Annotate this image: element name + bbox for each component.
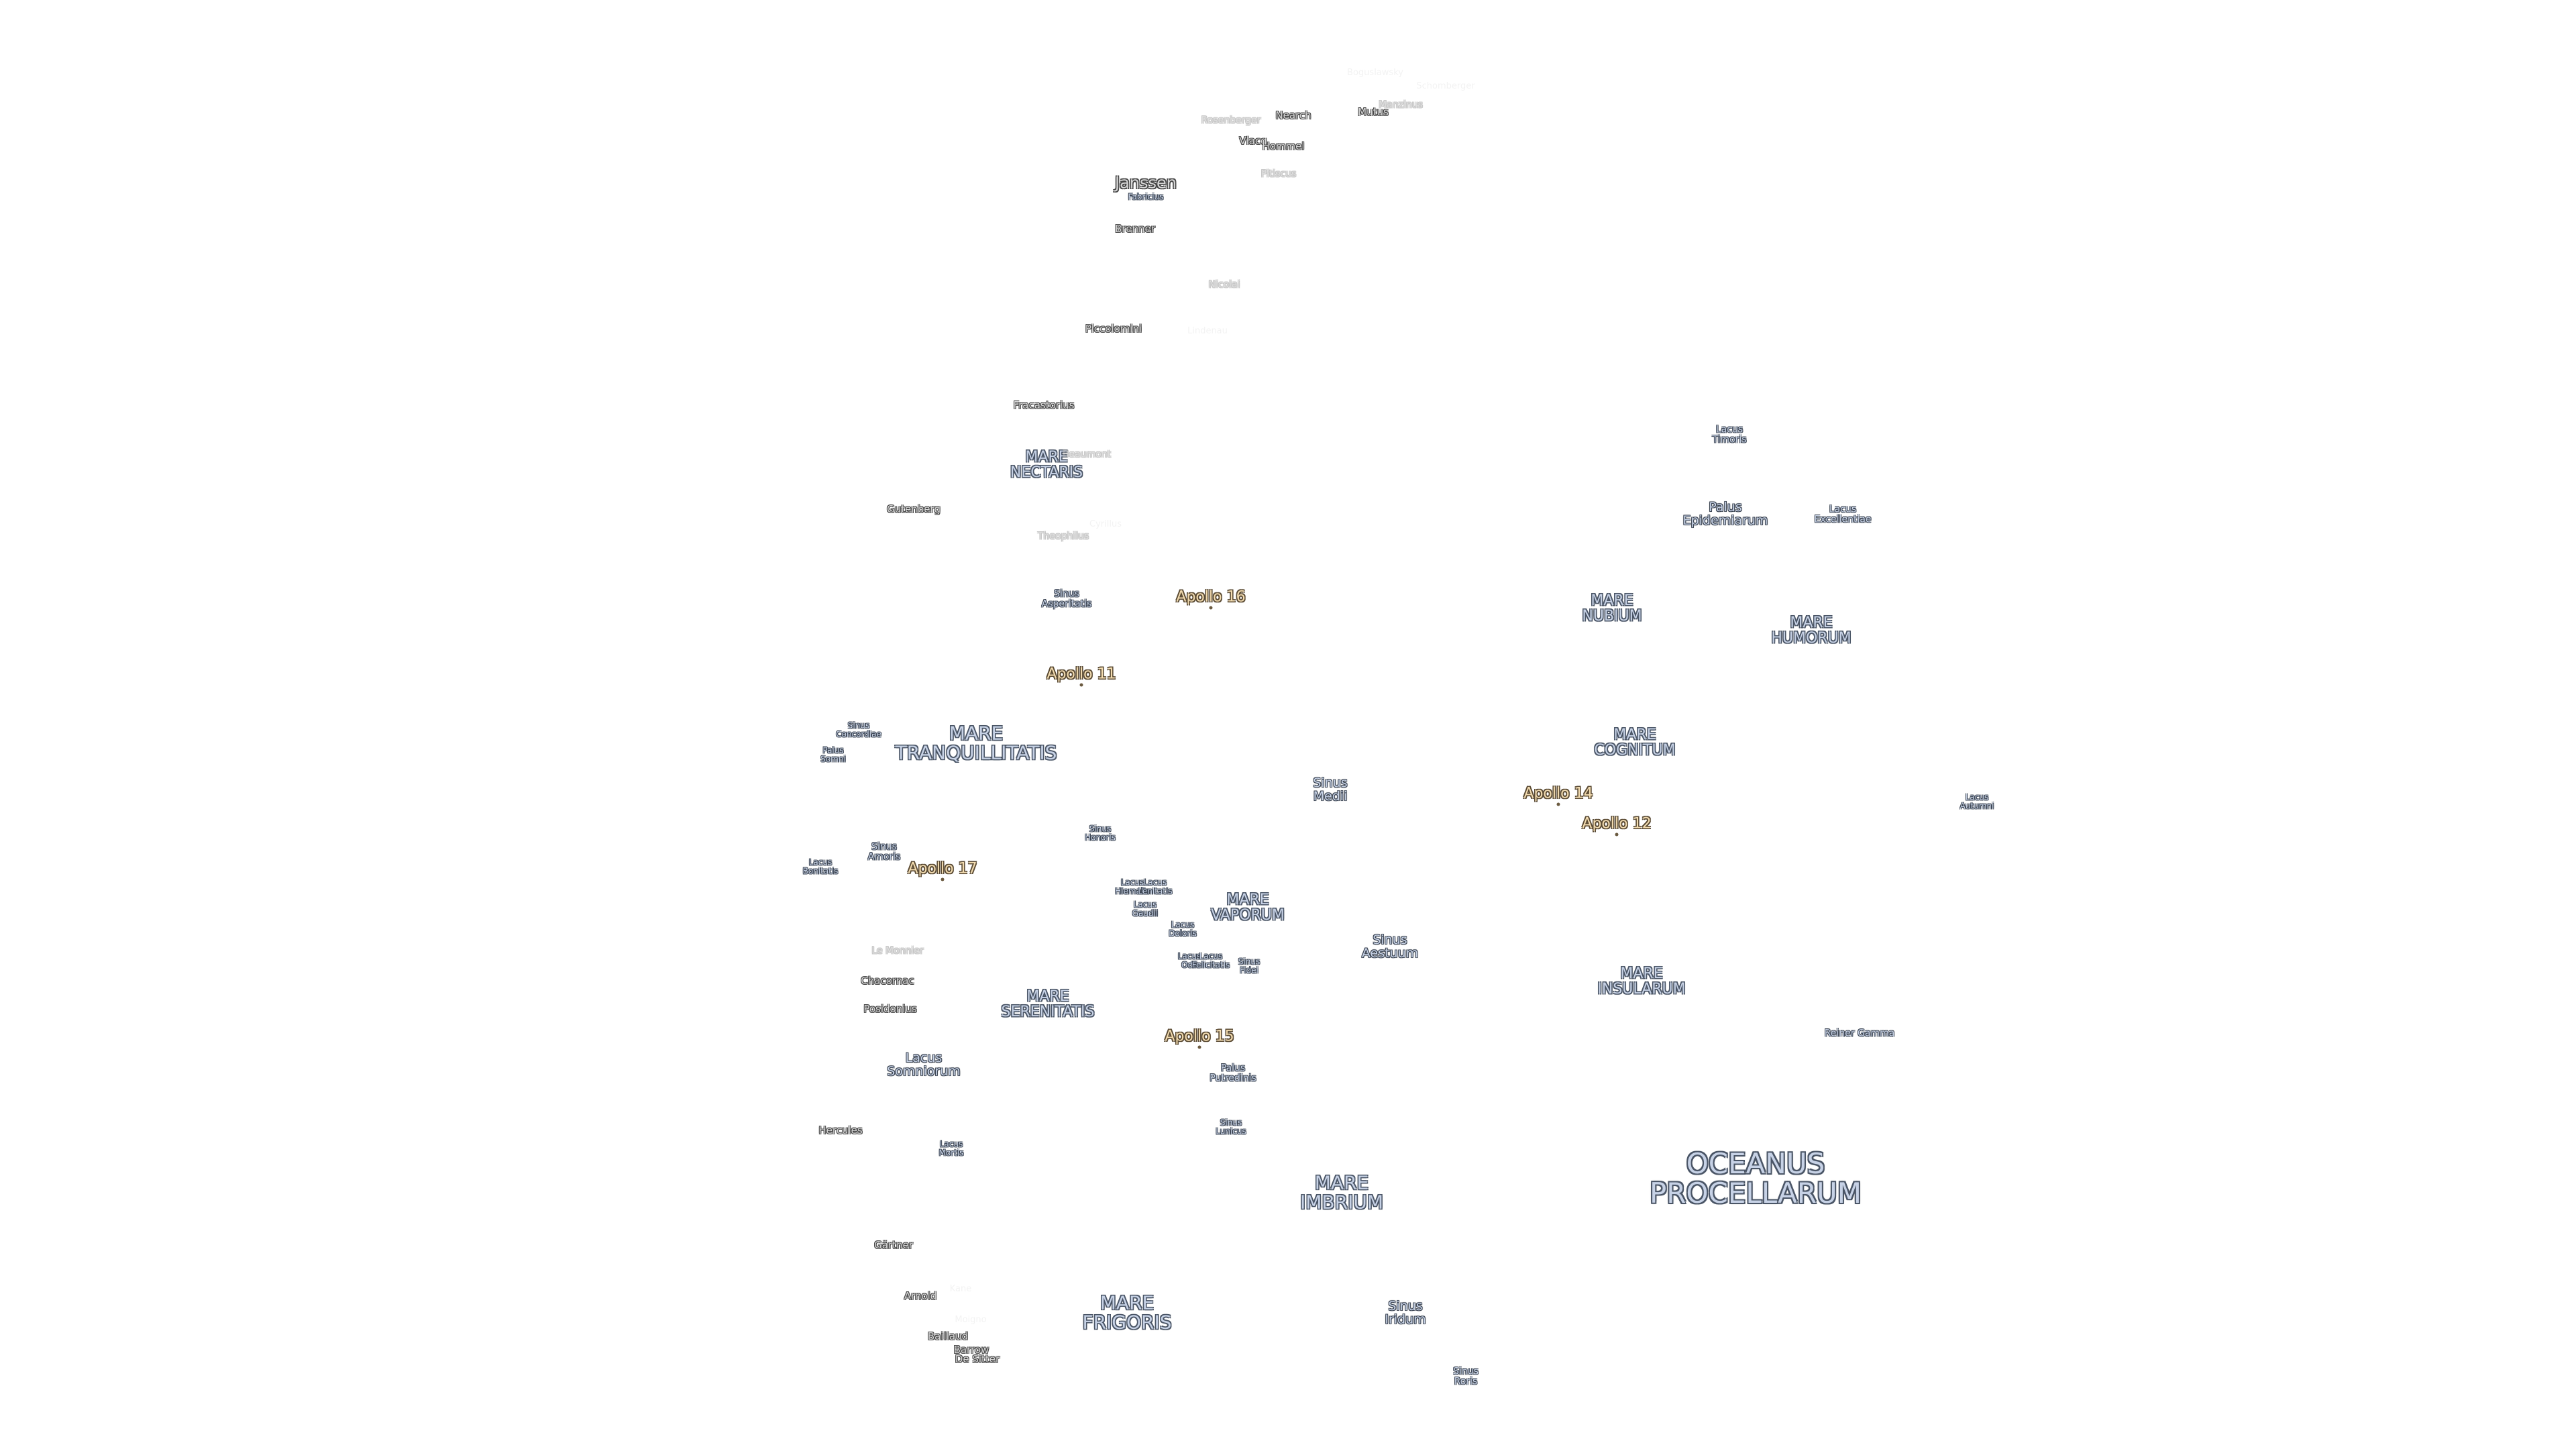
label-de-sitter: De Sitter xyxy=(955,1353,1000,1366)
label-lacus-bonitatis: Lacus Bonitatis xyxy=(802,857,839,875)
label-palus-epidemiarum: Palus Epidemiarum xyxy=(1682,500,1768,528)
label-palus-putredinis: Palus Putredinis xyxy=(1210,1063,1256,1083)
label-apollo-17[interactable]: Apollo 17 xyxy=(908,860,977,877)
label-sinus-roris: Sinus Roris xyxy=(1453,1366,1479,1387)
label-mutus: Mutus xyxy=(1358,106,1389,119)
label-janssen: Janssen xyxy=(1115,173,1177,193)
label-theophilus: Theophilus xyxy=(1037,531,1089,542)
label-fracastorius: Fracastorius xyxy=(1013,399,1075,412)
label-sinus-asperitatis: Sinus Asperitatis xyxy=(1041,588,1092,609)
label-kane: Kane xyxy=(949,1284,972,1295)
label-pitiscus: Pitiscus xyxy=(1260,168,1297,180)
label-sinus-fidei: Sinus Fidei xyxy=(1238,957,1260,975)
label-lacus-odii: Lacus Odii xyxy=(1177,951,1201,969)
label-vlacq: Vlacq xyxy=(1239,135,1267,148)
label-reiner-gamma: Reiner Gamma xyxy=(1824,1028,1895,1039)
label-lacus-autumni: Lacus Autumni xyxy=(1960,792,1994,810)
label-sinus-concordiae: Sinus Concordiae xyxy=(836,720,881,739)
label-mare-insularum: MARE INSULARUM xyxy=(1597,965,1686,998)
label-hercules: Hercules xyxy=(818,1124,863,1137)
label-schomberger: Schomberger xyxy=(1416,81,1475,92)
label-lacus-gaudii: Lacus Gaudii xyxy=(1132,900,1159,918)
label-mare-nectaris: MARE NECTARIS xyxy=(1010,448,1083,481)
label-chacornac: Chacornac xyxy=(861,975,914,987)
label-gutenberg: Gutenberg xyxy=(887,503,941,516)
label-brenner: Brenner xyxy=(1115,223,1155,235)
apollo-14-marker[interactable] xyxy=(1556,802,1560,806)
label-mare-humorum: MARE HUMORUM xyxy=(1771,614,1851,647)
apollo-12-marker[interactable] xyxy=(1615,833,1619,837)
label-lacus-somniorum: Lacus Somniorum xyxy=(887,1051,961,1079)
label-manzinus: Manzinus xyxy=(1379,99,1423,111)
label-lacus-hiemalis: Lacus Hiemalis xyxy=(1115,877,1150,896)
apollo-15-marker[interactable] xyxy=(1197,1045,1201,1049)
label-apollo-15[interactable]: Apollo 15 xyxy=(1165,1028,1234,1045)
label-sinus-iridum: Sinus Iridum xyxy=(1385,1299,1426,1327)
label-moigno: Moigno xyxy=(955,1315,987,1326)
label-beaumont: Beaumont xyxy=(1062,449,1112,460)
label-mare-serenitatis: MARE SERENITATIS xyxy=(1001,987,1095,1020)
label-mare-tranquillitatis: MARE TRANQUILLITATIS xyxy=(895,722,1057,764)
label-boguslawsky: Boguslawsky xyxy=(1347,68,1403,78)
apollo-16-marker[interactable] xyxy=(1209,606,1213,610)
label-lacus-doloris: Lacus Doloris xyxy=(1169,920,1197,938)
label-barrow: Barrow xyxy=(953,1344,989,1356)
label-arnold: Arnold xyxy=(904,1290,937,1303)
label-lacus-lenitatis: Lacus Lenitatis xyxy=(1138,877,1173,896)
label-lindenau: Lindenau xyxy=(1187,326,1228,337)
label-sinus-amoris: Sinus Amoris xyxy=(867,841,901,862)
label-nicolai: Nicolai xyxy=(1208,279,1240,290)
label-apollo-16[interactable]: Apollo 16 xyxy=(1176,588,1246,606)
label-gartner: Gärtner xyxy=(874,1239,913,1252)
label-palus-somni: Palus Somni xyxy=(820,745,846,763)
label-apollo-12[interactable]: Apollo 12 xyxy=(1582,815,1652,833)
label-mare-nubium: MARE NUBIUM xyxy=(1582,592,1642,625)
label-lacus-felicitatis: Lacus Felicitatis xyxy=(1191,951,1230,969)
apollo-17-marker[interactable] xyxy=(941,877,945,881)
label-mare-vaporum: MARE VAPORUM xyxy=(1211,891,1285,924)
label-lacus-timoris: Lacus Timoris xyxy=(1712,424,1747,445)
label-hommel: Hommel xyxy=(1262,140,1305,153)
label-cyrillus: Cyrillus xyxy=(1089,519,1122,530)
label-lacus-excellentiae: Lacus Excellentiae xyxy=(1814,504,1872,525)
label-mare-imbrium: MARE IMBRIUM xyxy=(1300,1171,1383,1214)
label-sinus-medii: Sinus Medii xyxy=(1313,775,1348,804)
label-sinus-lunicus: Sinus Lunicus xyxy=(1216,1118,1246,1136)
label-le-monnier: Le Monnier xyxy=(871,945,924,957)
label-rosenberger: Rosenberger xyxy=(1201,115,1261,126)
label-piccolomini: Piccolomini xyxy=(1085,323,1142,335)
label-fabricius: Fabricius xyxy=(1128,192,1164,202)
label-posidonius: Posidonius xyxy=(863,1003,917,1016)
apollo-11-marker[interactable] xyxy=(1079,683,1083,687)
label-sinus-honoris: Sinus Honoris xyxy=(1085,824,1116,842)
label-apollo-14[interactable]: Apollo 14 xyxy=(1523,785,1593,802)
label-apollo-11[interactable]: Apollo 11 xyxy=(1046,665,1116,683)
label-nearch: Nearch xyxy=(1275,109,1311,122)
label-mare-frigoris: MARE FRIGORIS xyxy=(1082,1291,1172,1334)
label-mare-cognitum: MARE COGNITUM xyxy=(1594,726,1676,759)
label-sinus-aestuum: Sinus Aestuum xyxy=(1361,932,1419,961)
label-baillaud: Baillaud xyxy=(927,1330,969,1343)
label-lacus-mortis: Lacus Mortis xyxy=(938,1139,964,1157)
label-oceanus-procellarum: OCEANUS PROCELLARUM xyxy=(1649,1146,1862,1210)
